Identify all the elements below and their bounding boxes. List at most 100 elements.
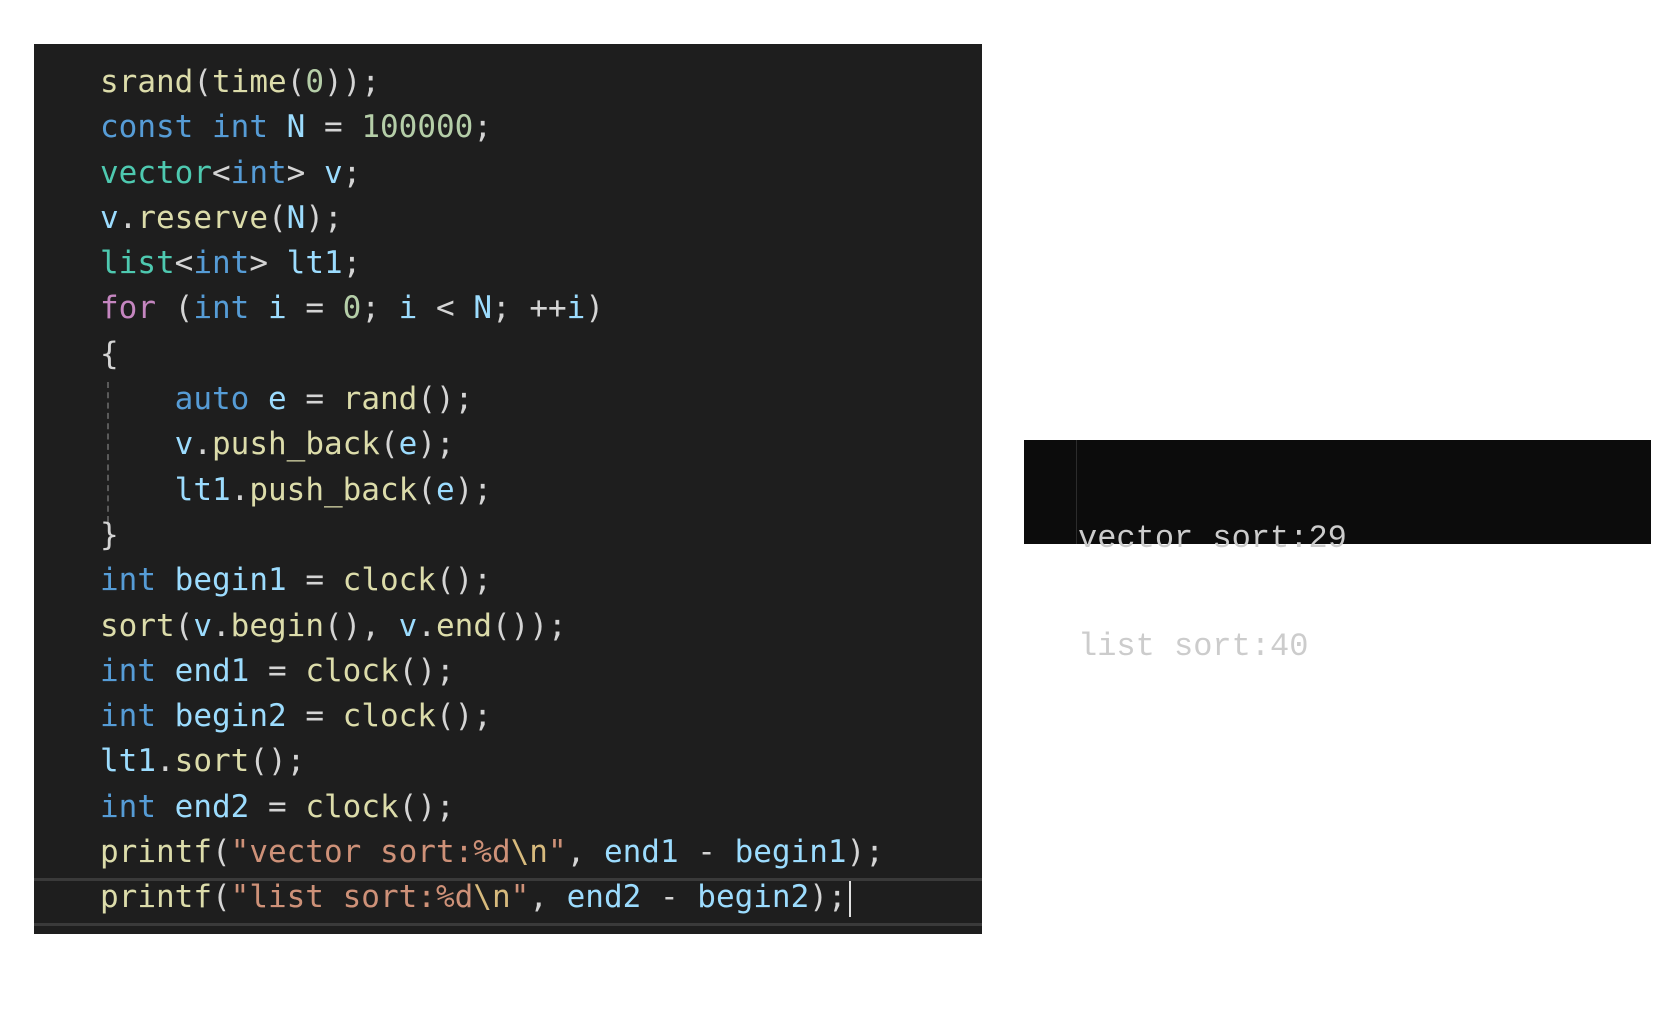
code-token [268, 109, 287, 145]
code-token: N [286, 199, 306, 236]
code-token: begin [230, 607, 324, 644]
code-token [249, 381, 268, 417]
code-token: v [174, 426, 194, 463]
code-token: int [100, 562, 156, 599]
code-token: lt1 [100, 743, 156, 780]
code-token: end1 [174, 652, 250, 689]
code-line[interactable]: int end2 = clock(); [100, 785, 884, 830]
code-token: ); [417, 426, 455, 463]
code-lines: srand(time(0));const int N = 100000;vect… [100, 60, 884, 921]
code-token [156, 653, 175, 689]
current-line-highlight [34, 878, 982, 926]
code-token: v [323, 154, 343, 191]
code-token: "vector sort:%d [230, 834, 511, 871]
code-token: ( [211, 879, 231, 916]
code-token: . [212, 607, 231, 644]
code-token: > [286, 154, 324, 191]
code-line[interactable]: auto e = rand(); [100, 377, 884, 422]
code-token: " [547, 834, 567, 871]
code-line[interactable]: srand(time(0)); [100, 60, 884, 105]
code-line[interactable]: } [100, 513, 884, 558]
code-line[interactable]: int begin1 = clock(); [100, 558, 884, 603]
code-line[interactable]: sort(v.begin(), v.end()); [100, 604, 884, 649]
code-token: ( [268, 199, 287, 236]
code-token: = [249, 788, 306, 825]
code-token: v [398, 607, 418, 644]
code-token: "list sort:%d [230, 879, 474, 916]
code-token: e [435, 471, 455, 508]
code-token: < [174, 245, 194, 282]
code-line[interactable]: lt1.push_back(e); [100, 468, 884, 513]
indent-guide [107, 382, 109, 522]
code-token: , [529, 879, 567, 916]
code-token: reserve [137, 199, 268, 236]
code-token: 100000 [361, 109, 474, 146]
code-token: ); [809, 879, 847, 916]
code-token: 0 [342, 290, 362, 327]
code-token: ; [473, 109, 492, 146]
code-token: \n [510, 834, 548, 871]
code-token: clock [305, 652, 399, 689]
code-token: ); [305, 199, 343, 236]
code-token: . [193, 426, 212, 463]
code-token: , [566, 834, 604, 871]
code-token: ; [361, 290, 399, 327]
code-line[interactable]: { [100, 332, 884, 377]
code-line[interactable]: vector<int> v; [100, 151, 884, 196]
code-token: { [100, 335, 119, 372]
code-token: i [268, 290, 287, 327]
code-token: int [212, 109, 268, 146]
code-token: - [641, 879, 698, 916]
code-line[interactable]: int end1 = clock(); [100, 649, 884, 694]
code-line[interactable]: v.reserve(N); [100, 196, 884, 241]
code-token: ); [454, 471, 492, 508]
code-token: begin1 [174, 562, 287, 599]
code-token: srand [100, 64, 194, 100]
console-line: vector sort:29 [1078, 520, 1347, 557]
console-line: list sort:40 [1078, 628, 1309, 665]
code-line[interactable]: printf("vector sort:%d\n", end1 - begin1… [100, 830, 884, 875]
code-token: ( [211, 834, 231, 871]
code-line[interactable]: printf("list sort:%d\n", end2 - begin2); [100, 875, 884, 920]
code-token: lt1 [286, 245, 343, 282]
code-token: push_back [212, 426, 380, 463]
console-window: vector sort:29 list sort:40 [1024, 440, 1651, 665]
code-token: printf [100, 834, 212, 871]
code-token: 0 [305, 64, 324, 100]
code-line[interactable]: const int N = 100000; [100, 105, 884, 150]
code-token [156, 562, 175, 598]
code-line[interactable]: lt1.sort(); [100, 739, 884, 784]
code-token: end2 [174, 788, 250, 825]
code-token: (); [249, 743, 306, 780]
code-line[interactable]: int begin2 = clock(); [100, 694, 884, 739]
code-token: int [100, 698, 156, 735]
code-token [156, 789, 175, 825]
code-token: e [398, 426, 418, 463]
code-token: e [267, 381, 287, 418]
code-token: = [305, 109, 362, 146]
code-token: )); [324, 64, 380, 100]
text-cursor [848, 880, 851, 917]
code-token: ; ++ [492, 290, 567, 327]
code-editor[interactable]: srand(time(0));const int N = 100000;vect… [34, 44, 982, 934]
code-token: - [678, 834, 735, 871]
code-token: v [193, 607, 212, 644]
code-token: = [286, 290, 343, 327]
code-token: rand [342, 381, 418, 418]
code-line[interactable]: v.push_back(e); [100, 422, 884, 467]
code-token: (); [435, 562, 492, 599]
code-token: const [100, 109, 194, 146]
code-token: } [100, 516, 119, 553]
code-token: ; [342, 154, 362, 191]
code-token: auto [174, 381, 250, 418]
code-token: = [286, 698, 343, 735]
code-token: end2 [566, 879, 642, 916]
code-line[interactable]: list<int> lt1; [100, 241, 884, 286]
code-line[interactable]: for (int i = 0; i < N; ++i) [100, 286, 884, 331]
code-token: push_back [249, 471, 418, 508]
console-output: vector sort:29 list sort:40 [1078, 449, 1347, 737]
code-token: clock [342, 698, 436, 735]
code-token: sort [100, 607, 175, 644]
code-token: \n [473, 879, 511, 916]
code-token [100, 472, 175, 508]
